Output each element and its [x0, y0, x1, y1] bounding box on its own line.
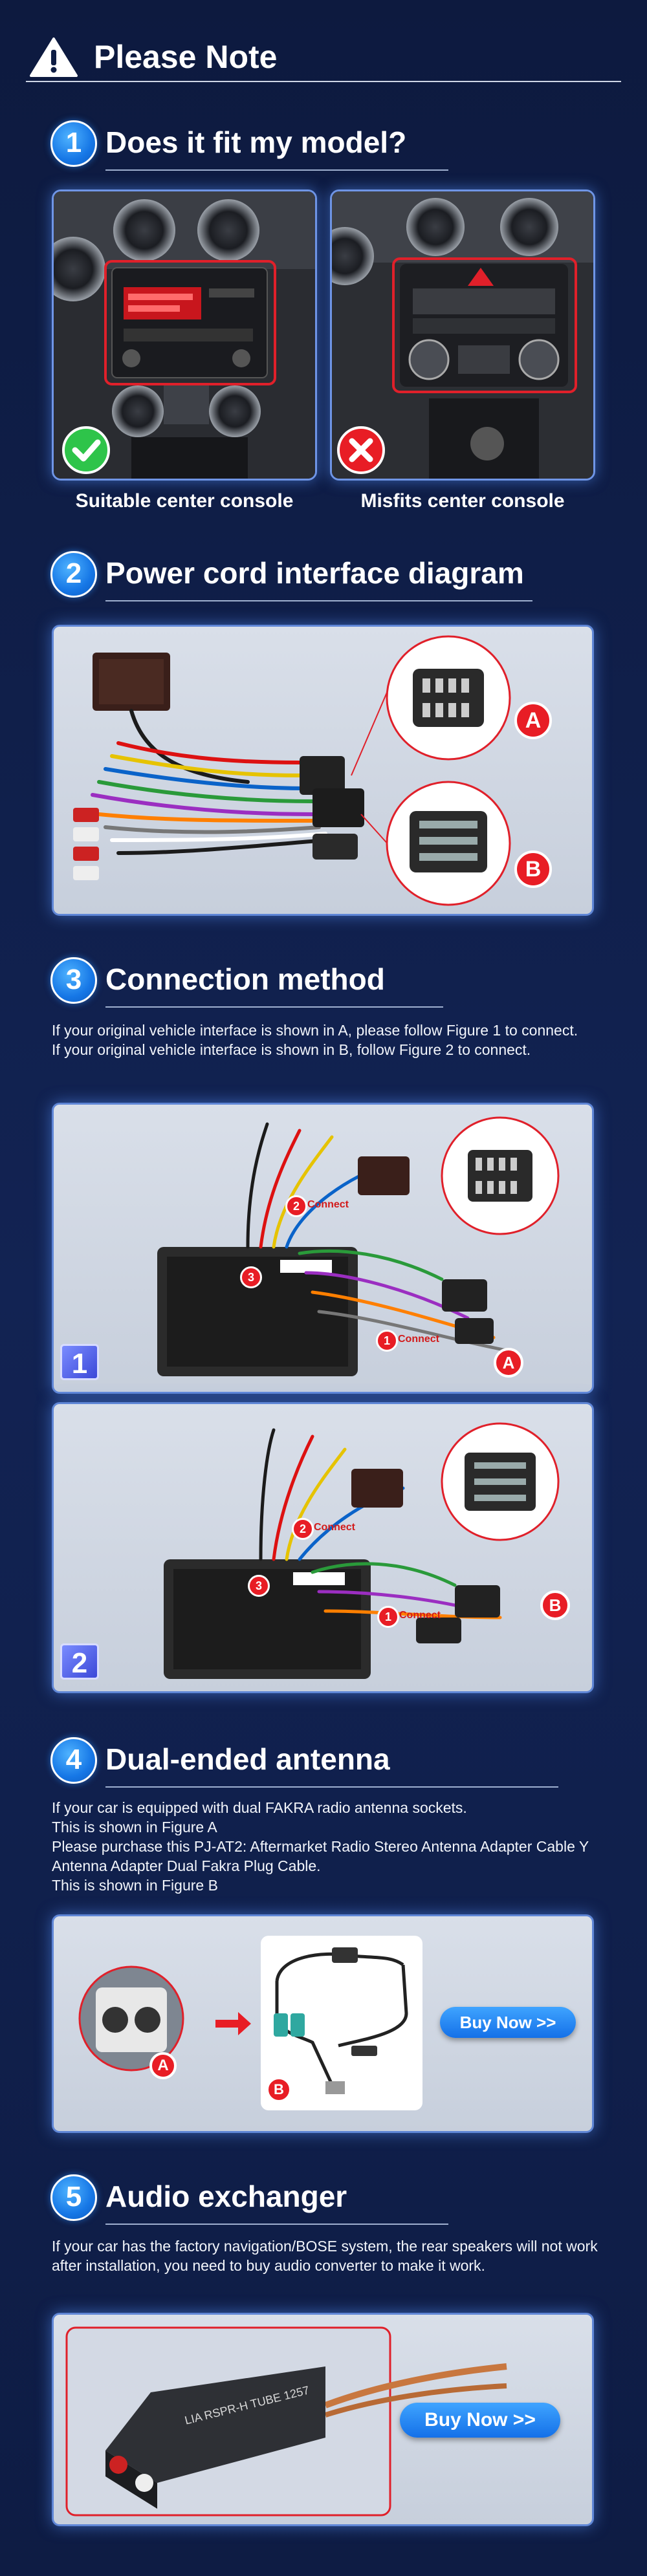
warning-icon — [30, 38, 78, 77]
audio-buy-now-button[interactable]: Buy Now >> — [400, 2403, 560, 2438]
connect-label-1: Connect — [398, 1334, 439, 1345]
section-title: Does it fit my model? — [105, 125, 407, 159]
figure-b-badge: B — [266, 2077, 292, 2103]
label-b-badge: B — [514, 850, 552, 888]
instruction-line-2: If your original vehicle interface is sh… — [52, 1041, 531, 1058]
section-title: Connection method — [105, 962, 385, 996]
audio-panel: LIA RSPR-H TUBE 1257 Buy Now >> — [52, 2313, 594, 2526]
power-cord-diagram: A B — [52, 625, 594, 916]
step-1-marker: 1 — [376, 1330, 398, 1352]
section-divider — [105, 1786, 558, 1788]
target-a-badge: A — [494, 1348, 523, 1378]
figure-1-image — [157, 1116, 560, 1376]
figure-2-image — [164, 1422, 560, 1679]
section-number-badge: 3 — [50, 957, 97, 1004]
connection-instructions: If your original vehicle interface is sh… — [52, 1021, 628, 1059]
antenna-instructions: If your car is equipped with dual FAKRA … — [52, 1798, 628, 1895]
figure-1-badge: 1 — [60, 1344, 99, 1380]
connect-label-2: Connect — [314, 1522, 355, 1533]
suitable-console-photo — [52, 189, 317, 481]
section-number-badge: 5 — [50, 2174, 97, 2221]
audio-converter-image — [65, 2326, 507, 2516]
figure-a-badge: A — [149, 2052, 177, 2079]
target-b-badge: B — [540, 1590, 570, 1620]
section-5-heading: 5 Audio exchanger — [50, 2174, 613, 2229]
step-3-marker: 3 — [240, 1266, 262, 1288]
antenna-panel: A B Buy Now >> — [52, 1914, 594, 2133]
connect-label-1: Connect — [399, 1610, 441, 1621]
section-title: Power cord interface diagram — [105, 556, 524, 590]
antenna-line-3: Please purchase this PJ-AT2: Aftermarket… — [52, 1838, 589, 1874]
step-2-marker: 2 — [292, 1518, 314, 1540]
section-divider — [105, 2224, 448, 2225]
section-title: Dual-ended antenna — [105, 1742, 390, 1776]
suitable-caption: Suitable center console — [75, 490, 294, 512]
section-3-heading: 3 Connection method — [50, 957, 613, 1012]
connection-figure-2: 2 2 Connect 3 1 Connect B — [52, 1402, 594, 1693]
misfit-console-image — [332, 191, 593, 479]
label-a-badge: A — [514, 702, 552, 739]
antenna-line-2: This is shown in Figure A — [52, 1819, 217, 1835]
section-divider — [105, 169, 448, 171]
audio-instructions: If your car has the factory navigation/B… — [52, 2238, 598, 2274]
check-icon — [62, 426, 110, 474]
page-header: Please Note — [26, 29, 621, 82]
antenna-line-4: This is shown in Figure B — [52, 1877, 218, 1894]
antenna-image — [78, 1936, 422, 2110]
instruction-line-1: If your original vehicle interface is sh… — [52, 1022, 578, 1039]
step-2-marker: 2 — [285, 1195, 307, 1217]
power-cord-harness-image — [73, 635, 511, 906]
step-3-marker: 3 — [248, 1575, 270, 1597]
section-number-badge: 4 — [50, 1737, 97, 1784]
header-divider — [26, 81, 621, 82]
step-1-marker: 1 — [377, 1606, 399, 1628]
connection-figure-1: 1 2 Connect 3 1 Connect A — [52, 1103, 594, 1394]
antenna-buy-now-button[interactable]: Buy Now >> — [440, 2007, 576, 2038]
misfit-console-photo — [330, 189, 595, 481]
misfit-caption: Misfits center console — [360, 490, 565, 512]
connect-label-2: Connect — [307, 1199, 349, 1210]
section-2-heading: 2 Power cord interface diagram — [50, 551, 613, 605]
page-title: Please Note — [94, 39, 278, 75]
figure-2-badge: 2 — [60, 1643, 99, 1680]
section-1-heading: 1 Does it fit my model? — [50, 120, 613, 175]
antenna-line-1: If your car is equipped with dual FAKRA … — [52, 1799, 467, 1816]
section-number-badge: 1 — [50, 120, 97, 167]
section-divider — [105, 600, 532, 601]
section-number-badge: 2 — [50, 551, 97, 598]
section-title: Audio exchanger — [105, 2180, 347, 2213]
suitable-console-image — [54, 191, 315, 479]
section-divider — [105, 1006, 443, 1008]
section-4-heading: 4 Dual-ended antenna — [50, 1737, 613, 1791]
